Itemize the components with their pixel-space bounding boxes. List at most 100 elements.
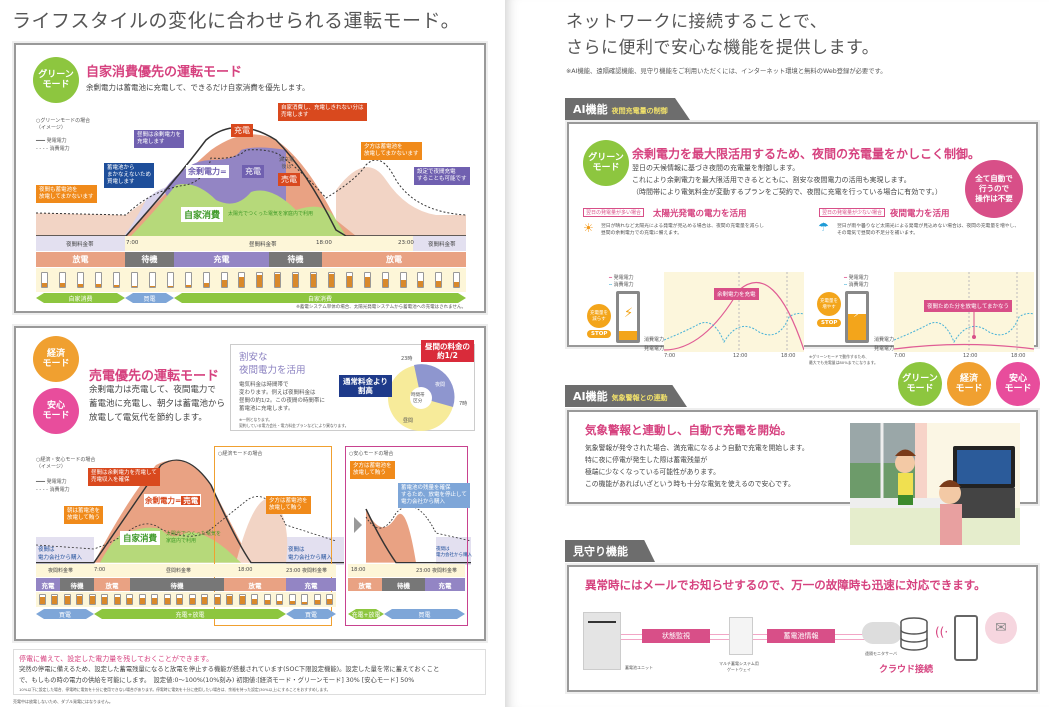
arrow-buy: 買電 bbox=[125, 293, 174, 303]
battery-level-icon bbox=[126, 594, 134, 605]
night-rate-title-2: 夜間電力を活用 bbox=[239, 365, 306, 376]
economy-mode-panel: 経済 モード 安心 モード 売電優先の運転モード 余剰電力は売電して、夜間電力で… bbox=[14, 326, 486, 641]
economy-mode-badge: 経済 モード bbox=[33, 336, 79, 382]
body-line: 気象警報が発令された場合、満充電になるよう自動で充電を開始します。 bbox=[585, 444, 809, 452]
arrow-charge-discharge: 充電+放電 bbox=[94, 609, 286, 619]
callout-half: 昼間の料金の 約1/2 bbox=[421, 340, 474, 362]
safety-mode-badge: 安心 モード bbox=[996, 362, 1040, 406]
auto-badge: 全て自動で 行うので 操作は不要 bbox=[965, 160, 1023, 218]
x-18: 18:00 bbox=[1011, 353, 1026, 359]
callout-buy: 蓄電池から まかなえないため 買電します bbox=[104, 163, 155, 189]
battery-level-icon bbox=[202, 272, 210, 288]
time-18: 18:00 bbox=[316, 240, 332, 246]
battery-level-icon bbox=[238, 594, 246, 605]
mode-discharge: 放電 bbox=[348, 578, 382, 591]
arrow-buy: 買電 bbox=[384, 609, 465, 619]
body-line: 変わります。例えば夜間料金は bbox=[239, 390, 316, 396]
ai2-title: 気象警報と連動し、自動で充電を開始。 bbox=[585, 423, 792, 437]
battery-level-icon bbox=[76, 594, 84, 605]
body-line: 翌日の天候情報に基づき夜間の充電量を制御します。 bbox=[632, 164, 800, 172]
green-mode-badge: グリーン モード bbox=[898, 362, 942, 406]
x-12: 12:00 bbox=[733, 353, 748, 359]
legend-gen-label: 発電電力 bbox=[848, 275, 869, 281]
callout-sell: 昼間は余剰電力を売電して 売電収入を確保 bbox=[88, 468, 160, 487]
rainy-chart bbox=[894, 272, 1034, 352]
left-page: ライフスタイルの変化に合わせられる運転モード。 グリーン モード 自家消費優先の… bbox=[0, 0, 505, 707]
label-self-note: 太陽光でつくった電気を 家庭内で利用 bbox=[166, 531, 222, 544]
pie-center: 時間帯 区分 bbox=[411, 393, 425, 404]
battery-level-icon bbox=[63, 594, 71, 605]
label-buy-night: 夜間は 電力会社から購入 bbox=[38, 547, 83, 561]
callout-evening: 夕方は蓄電池を 放電してまかないます bbox=[361, 142, 422, 161]
sunny-desc: 翌日が晴れなど太陽光による発電が見込める場合は、夜間の充電量を減らし 昼間の余剰… bbox=[601, 224, 764, 236]
pie-7: 7時 bbox=[459, 401, 468, 407]
x-7: 7:00 bbox=[664, 353, 676, 359]
right-page: ネットワークに接続することで、 さらに便利で安心な機能を提供します。 ※AI機能… bbox=[505, 0, 1049, 707]
arrow-buy-2: 買電 bbox=[286, 609, 336, 619]
battery-level-icon bbox=[101, 594, 109, 605]
y-use: 消費電力 bbox=[874, 337, 895, 343]
safe-arrow-row: 充電+放電 買電 bbox=[348, 609, 465, 619]
green-mode-title: 自家消費優先の運転モード bbox=[86, 65, 243, 80]
battery-level-icon bbox=[163, 594, 171, 605]
battery-level-icon bbox=[399, 272, 407, 288]
sunny-label: 余剰電力を充電 bbox=[714, 288, 759, 300]
increase-bubble: 充電量を 増やす bbox=[817, 292, 841, 316]
time-night: 夜間料金帯 bbox=[66, 242, 94, 248]
reduce-bubble: 充電量を 減らす bbox=[587, 304, 611, 328]
soc-body-1: 突然の停電に備えるため、設定した蓄電残量になると放電を停止する機能が搭載されてい… bbox=[19, 666, 440, 673]
arrow-buy: 買電 bbox=[36, 609, 94, 619]
battery-level-icon bbox=[263, 594, 271, 605]
battery-level-icon bbox=[201, 594, 209, 605]
green-note: ※蓄電システム単体の場合、太陽光発電システムから蓄電池への充電はされません。 bbox=[296, 305, 466, 310]
battery-row bbox=[36, 268, 466, 292]
battery-level-icon bbox=[363, 272, 371, 288]
right-title-1: ネットワークに接続することで、 bbox=[566, 12, 828, 32]
label-buy-night-3: 夜間は 電力会社から購入 bbox=[436, 547, 472, 558]
time-18: 18:00 bbox=[238, 567, 253, 573]
night-rate-title: 割安な夜間電力を活用 bbox=[239, 351, 306, 377]
ai1-panel: グリーン モード 余剰電力を最大限活用するため、夜間の充電量をかしこく制御。 翌… bbox=[567, 122, 1038, 365]
right-title-2: さらに便利で安心な機能を提供します。 bbox=[566, 38, 880, 58]
battery-level-icon bbox=[301, 594, 309, 605]
wireless-icon: ((· bbox=[935, 625, 949, 639]
battery-info-label: 蓄電池情報 bbox=[767, 629, 835, 643]
legend-use: ┅ 消費電力 bbox=[609, 282, 634, 288]
label-surplus: 余剰電力=売電 bbox=[144, 494, 202, 507]
battery-level-icon bbox=[166, 272, 174, 288]
night-rate-body: 電気料金は時間帯で変わります。例えば夜間料金は昼間の約1/2。この夜間の時間帯に… bbox=[239, 381, 325, 413]
legend-gen-label: 発電電力 bbox=[613, 275, 634, 281]
body-line: 放電して電気代を節約します。 bbox=[89, 413, 207, 423]
legend-title: ○経済・安心モードの場合 （イメージ） bbox=[36, 457, 96, 470]
safety-case-box: ○安心モードの場合 bbox=[345, 446, 468, 626]
arrow-self: 自家消費 bbox=[36, 293, 125, 303]
green-mode-curve-chart bbox=[36, 126, 466, 237]
ai1-tab-sub: 夜間充電量の制御 bbox=[611, 107, 668, 115]
label-full: 満充電 後は bbox=[279, 157, 295, 170]
arrow-self-2: 自家消費 bbox=[174, 293, 466, 303]
soc-body-2: で、もしもの時の電力の供給を可能にします。 設定値:0〜100%(10%刻み) … bbox=[19, 677, 415, 684]
mode-charge: 充電 bbox=[174, 252, 269, 267]
label-surplus-charge: 充電 bbox=[242, 165, 264, 178]
rate-pie-chart bbox=[388, 364, 455, 431]
mode-standby-2: 待機 bbox=[269, 252, 322, 267]
gateway-icon bbox=[729, 617, 753, 655]
callout-safe-evening: 夕方は蓄電池を 放電して賄う bbox=[350, 461, 395, 480]
label-sell: 売電 bbox=[278, 173, 300, 186]
battery-level-icon bbox=[176, 594, 184, 605]
ai1-tab-label: AI機能 bbox=[573, 103, 608, 116]
body-line: この機能があればいざという時も十分な電気を使えるので安心です。 bbox=[585, 480, 795, 488]
battery-level-icon bbox=[453, 272, 461, 288]
callout-evening: 夕方は蓄電池を 放電して賄う bbox=[266, 496, 311, 515]
battery-level-icon bbox=[417, 272, 425, 288]
battery-level-icon bbox=[381, 272, 389, 288]
battery-level-icon bbox=[274, 272, 282, 288]
body-line: （時間帯により電気料金が変動するプランをご契約で、夜間に充電を行っている場合に有… bbox=[632, 188, 943, 196]
callout-morning: 朝は蓄電池を 放電して賄う bbox=[64, 506, 104, 525]
battery-level-icon bbox=[184, 272, 192, 288]
body-line: 電気料金は時間帯で bbox=[239, 382, 289, 388]
legend-gen: ━ 発電電力 bbox=[844, 275, 869, 281]
legend-use-label: 消費電力 bbox=[613, 282, 634, 288]
battery-icon: ⚡ bbox=[616, 291, 640, 343]
body-line: 極端に少なくなっている可能性があります。 bbox=[585, 468, 720, 476]
